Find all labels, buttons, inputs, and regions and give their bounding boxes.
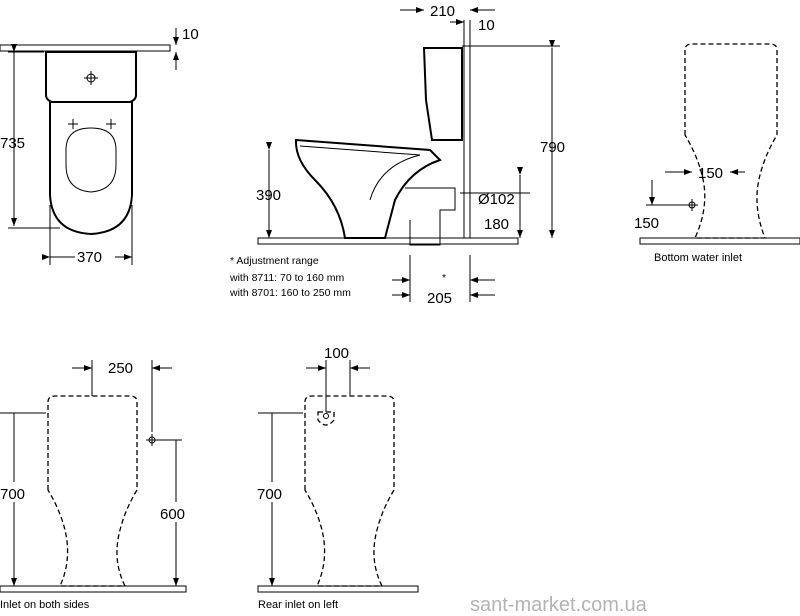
dim-wall-gap: 10	[478, 17, 495, 34]
dim-offset: 10	[182, 26, 199, 43]
floor-side-view	[257, 237, 519, 245]
caption-bottom-inlet: Bottom water inlet	[654, 252, 742, 264]
side-view: 390 790 210 10 Ø102 180 * Adjustment ran…	[229, 3, 565, 307]
bowl-outline	[49, 102, 133, 236]
front-view-rear-inlet-left: 100 700 Rear inlet on left	[256, 345, 419, 611]
dim-height: 700	[0, 486, 25, 503]
dim-outlet-diameter: Ø102	[478, 191, 515, 208]
floor-front-both-sides	[0, 585, 187, 593]
note-title: * Adjustment range	[230, 255, 319, 267]
tank-outline	[45, 51, 137, 103]
floor-top-view	[0, 44, 171, 52]
dim-width: 370	[77, 249, 102, 266]
outlet-pipe	[405, 187, 456, 246]
dim-inlet-offset: 100	[324, 345, 349, 362]
dim-total-height: 790	[540, 139, 565, 156]
dim-inlet-offset: 150	[698, 165, 723, 182]
caption-both-sides: Inlet on both sides	[0, 599, 90, 611]
dim-height: 700	[257, 486, 282, 503]
toilet-outline	[684, 43, 778, 239]
dim-outlet-distance: 205	[427, 290, 452, 307]
note-line1: with 8711: 70 to 160 mm	[229, 272, 344, 284]
toilet-outline	[304, 395, 395, 587]
dim-tank-depth: 210	[430, 3, 455, 20]
front-view-bottom-inlet: 150 150 Bottom water inlet	[634, 43, 800, 264]
dim-inlet-offset: 250	[108, 360, 133, 377]
floor-front-rear-left	[257, 585, 419, 593]
dim-length: 735	[0, 135, 25, 152]
rear-inlet-cutout	[317, 411, 335, 426]
note-line2: with 8701: 160 to 250 mm	[229, 287, 351, 299]
dim-outlet-height: 180	[484, 216, 509, 233]
dim-inlet-height: 600	[160, 506, 185, 523]
front-view-both-sides: 250 700 600 Inlet on both sides	[0, 360, 190, 611]
dim-seat-height: 390	[256, 187, 281, 204]
inlet-icon	[323, 413, 329, 419]
bowl-side	[294, 138, 442, 239]
tank-side	[422, 47, 463, 141]
asterisk: *	[442, 272, 446, 284]
caption-rear-left: Rear inlet on left	[258, 599, 338, 611]
floor-front-bottom-inlet	[639, 237, 800, 245]
top-view: 735 10 370	[0, 26, 199, 266]
dim-inlet-height: 150	[634, 215, 659, 232]
seat-outline	[65, 127, 117, 193]
toilet-outline	[47, 395, 138, 587]
watermark: sant-market.com.ua	[470, 594, 648, 616]
